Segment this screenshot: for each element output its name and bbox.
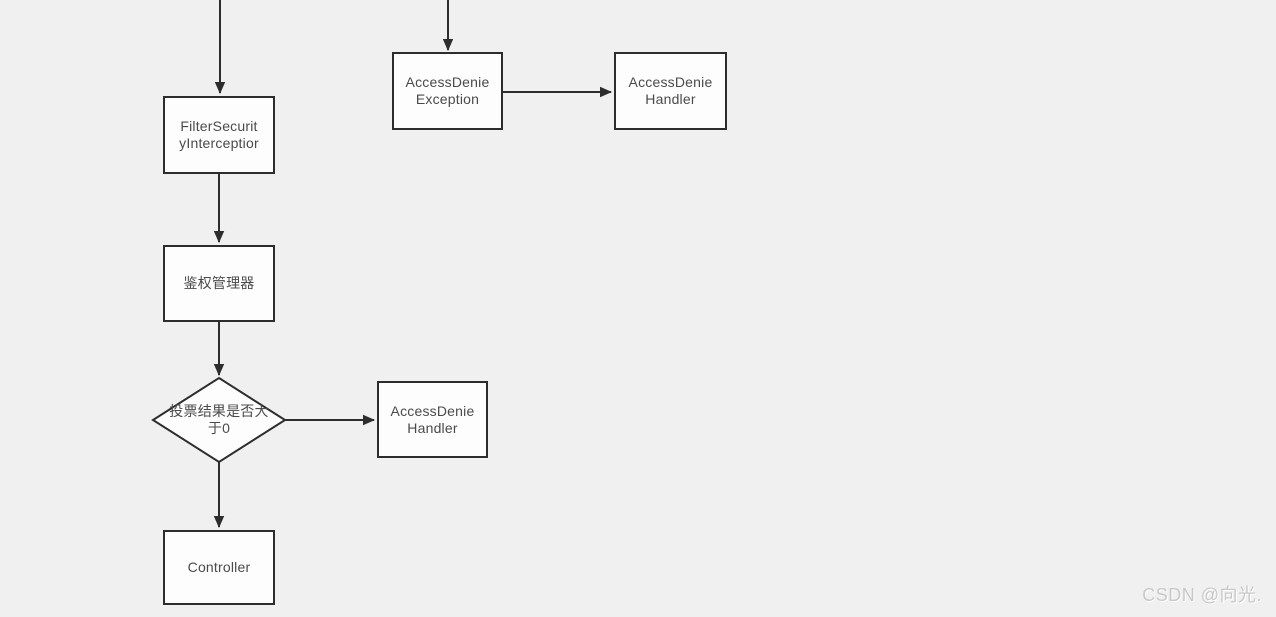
csdn-watermark: CSDN @向光. [1142,585,1262,605]
node-access-denie-handler-top: AccessDenie Handler [614,52,727,130]
node-access-denie-exception-label: AccessDenie Exception [405,74,490,107]
node-access-denie-handler-mid: AccessDenie Handler [377,381,488,458]
node-vote-decision-label: 投票结果是否大 于0 [169,403,269,436]
node-access-denie-exception: AccessDenie Exception [392,52,503,130]
node-access-denie-handler-top-label: AccessDenie Handler [628,74,713,107]
node-auth-manager: 鉴权管理器 [163,245,275,322]
node-filter-security-interceptor: FilterSecurit yInterceptior [163,96,275,174]
decision-diamond-shape [151,376,287,464]
node-controller: Controller [163,530,275,605]
node-access-denie-handler-mid-label: AccessDenie Handler [390,402,475,436]
node-controller-label: Controller [187,559,251,575]
node-filter-security-interceptor-label: FilterSecurit yInterceptior [179,118,259,151]
node-auth-manager-label: 鉴权管理器 [183,275,255,291]
